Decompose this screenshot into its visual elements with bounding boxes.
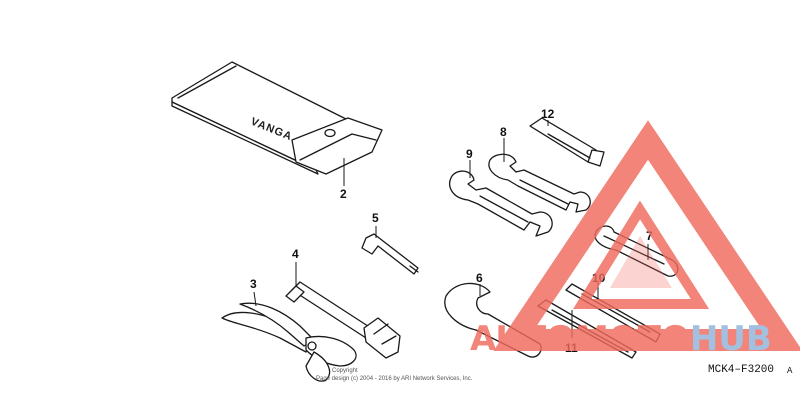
diagram-code-marker: A [787, 366, 793, 376]
diagram-code: MCK4–F3200 A [708, 364, 793, 376]
callout-3: 3 [250, 277, 257, 291]
screwdriver-handle [529, 117, 605, 167]
callout-9: 9 [466, 147, 473, 161]
callout-5: 5 [372, 211, 379, 225]
pliers [221, 302, 357, 382]
callout-7: 7 [646, 229, 653, 243]
callout-8: 8 [500, 125, 507, 139]
tool-bag: VANGA [171, 61, 383, 175]
callout-4: 4 [292, 247, 299, 261]
hex-key [361, 233, 419, 275]
watermark-blue: HUB [690, 319, 772, 359]
diagram-code-text: MCK4–F3200 [708, 364, 774, 376]
copyright-line2: Page design (c) 2004 - 2016 by ARI Netwo… [316, 376, 473, 382]
svg-text:AUTOMOTOHUB: AUTOMOTOHUB [470, 319, 772, 359]
copyright: Copyright Page design (c) 2004 - 2016 by… [316, 368, 473, 382]
callout-2: 2 [340, 187, 347, 201]
callout-6: 6 [476, 271, 483, 285]
open-end-wrench-small [488, 153, 591, 213]
watermark-triangle [493, 120, 800, 351]
spark-plug-wrench [285, 281, 401, 359]
copyright-line1: Copyright [332, 368, 358, 374]
watermark-red: AUTOMOTO [470, 319, 690, 359]
watermark-logo: AUTOMOTOHUB [470, 120, 800, 359]
callout-12: 12 [541, 107, 555, 121]
